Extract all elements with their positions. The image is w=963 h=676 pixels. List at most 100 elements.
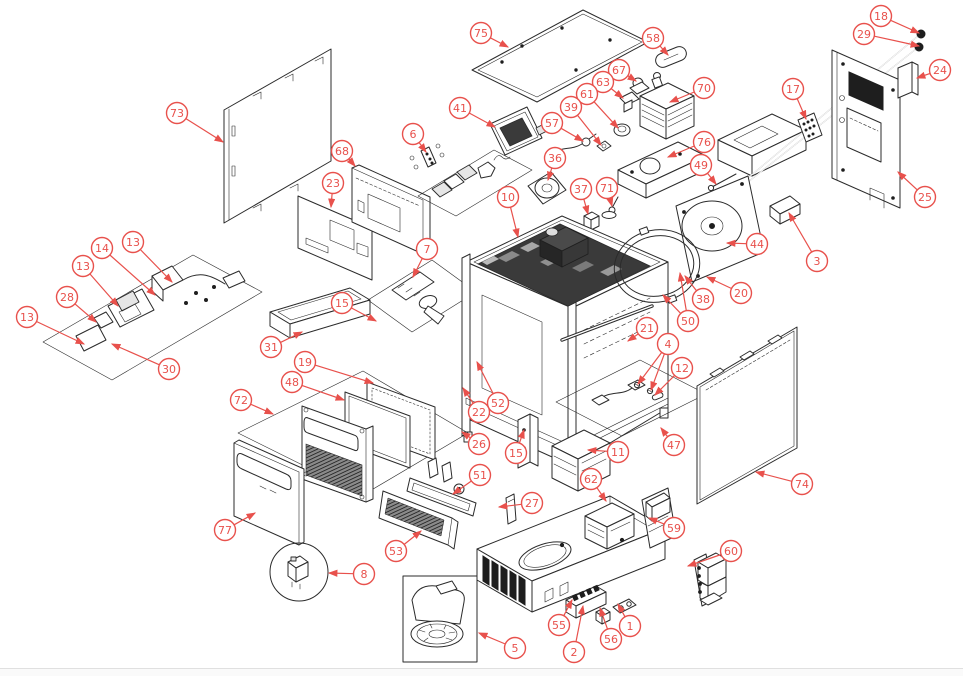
part-31-handle (269, 287, 371, 339)
callout-2-number: 2 (571, 646, 578, 659)
callout-77-leader (233, 512, 257, 526)
part-25-back-panel (831, 49, 901, 209)
part-21-rod (560, 304, 654, 342)
callout-36-number: 36 (548, 152, 562, 165)
callout-71-circle (595, 176, 619, 200)
part-cavity-frame (461, 215, 669, 483)
callout-37-leader (582, 198, 590, 216)
callout-72: 72 (229, 388, 253, 412)
callout-22-number: 22 (472, 406, 486, 419)
callout-59-leader (647, 517, 665, 525)
callout-57: 57 (540, 111, 564, 135)
callout-21: 21 (635, 316, 659, 340)
part-41-display-board (489, 106, 548, 156)
callout-77-circle (213, 518, 237, 542)
callout-27-number: 27 (525, 497, 539, 510)
callout-62-number: 62 (584, 473, 598, 486)
part-5-fan-assembly (402, 575, 478, 663)
callout-37-number: 37 (574, 183, 588, 196)
callout-62-leader (596, 487, 607, 502)
callout-23-number: 23 (326, 177, 340, 190)
callout-50-number: 50 (681, 315, 695, 328)
callout-12-circle (670, 356, 694, 380)
callout-30-circle (157, 357, 181, 381)
callout-71-leader (606, 196, 614, 208)
callout-24-circle (928, 58, 952, 82)
callout-21-leader (627, 333, 639, 342)
part-39-stirrer (596, 140, 612, 152)
callout-76: 76 (692, 130, 716, 154)
callout-31-circle (259, 335, 283, 359)
callout-68-circle (330, 139, 354, 163)
callout-63-leader (610, 88, 624, 99)
callout-73-circle (165, 101, 189, 125)
callout-70-circle (692, 76, 716, 100)
callout-31-number: 31 (264, 341, 278, 354)
callout-8-leader (327, 569, 354, 577)
callout-67-number: 67 (612, 64, 626, 77)
callout-5-circle (503, 636, 527, 660)
callout-41-leader (468, 112, 497, 128)
callout-8-number: 8 (361, 568, 368, 581)
callout-77-number: 77 (218, 524, 232, 537)
callout-63: 63 (591, 70, 615, 94)
callout-15-number: 15 (509, 447, 523, 460)
callout-48-circle (280, 370, 304, 394)
callout-59-number: 59 (667, 522, 681, 535)
callout-6-circle (401, 122, 425, 146)
callout-10-leader (509, 207, 520, 239)
callout-10: 10 (496, 185, 520, 209)
callout-74: 74 (790, 472, 814, 496)
callout-5-number: 5 (512, 642, 519, 655)
callout-24-leader (915, 71, 931, 79)
callout-67: 67 (607, 58, 631, 82)
callout-50-leader (677, 271, 687, 311)
callout-61-circle (575, 82, 599, 106)
callout-52-number: 52 (491, 397, 505, 410)
callout-53-number: 53 (389, 545, 403, 558)
callout-38-number: 38 (696, 293, 710, 306)
callout-58: 58 (641, 26, 665, 50)
part-67-motor (629, 77, 650, 95)
callout-73-number: 73 (170, 107, 184, 120)
callout-30: 30 (157, 357, 181, 381)
part-71-probe (601, 196, 619, 219)
callout-29-circle (852, 22, 876, 46)
callout-13-leader (139, 249, 173, 283)
part-74-side-panel (696, 326, 798, 505)
callout-22-leader (462, 387, 474, 404)
callout-2-leader (575, 604, 585, 642)
callout-41: 41 (448, 96, 472, 120)
part-70-magnetron (639, 72, 695, 140)
callout-3: 3 (805, 249, 829, 273)
callout-37-circle (569, 177, 593, 201)
callout-38-circle (691, 287, 715, 311)
callout-41-number: 41 (453, 102, 467, 115)
callout-4-leader (650, 353, 665, 392)
callout-72-number: 72 (234, 394, 248, 407)
callout-51-number: 51 (473, 469, 487, 482)
callout-55-leader (563, 598, 573, 616)
callout-61: 61 (575, 82, 599, 106)
callout-4-number: 4 (665, 338, 672, 351)
callout-1-leader (617, 602, 626, 618)
callout-26-leader (461, 431, 471, 440)
callout-76-number: 76 (697, 136, 711, 149)
callout-60-number: 60 (724, 545, 738, 558)
callout-4: 4 (656, 332, 680, 356)
callout-47: 47 (662, 433, 686, 457)
callout-20: 20 (729, 281, 753, 305)
callout-67-circle (607, 58, 631, 82)
callout-77: 77 (213, 518, 237, 542)
callout-4-leader (637, 352, 663, 385)
part-1-bracket (612, 598, 637, 614)
callout-41-circle (448, 96, 472, 120)
callout-51-circle (468, 463, 492, 487)
callout-1: 1 (618, 614, 642, 638)
callout-6-number: 6 (410, 128, 417, 141)
callout-36: 36 (543, 146, 567, 170)
callout-19-circle (293, 350, 317, 374)
callout-23-leader (328, 193, 336, 209)
callout-47-number: 47 (667, 439, 681, 452)
